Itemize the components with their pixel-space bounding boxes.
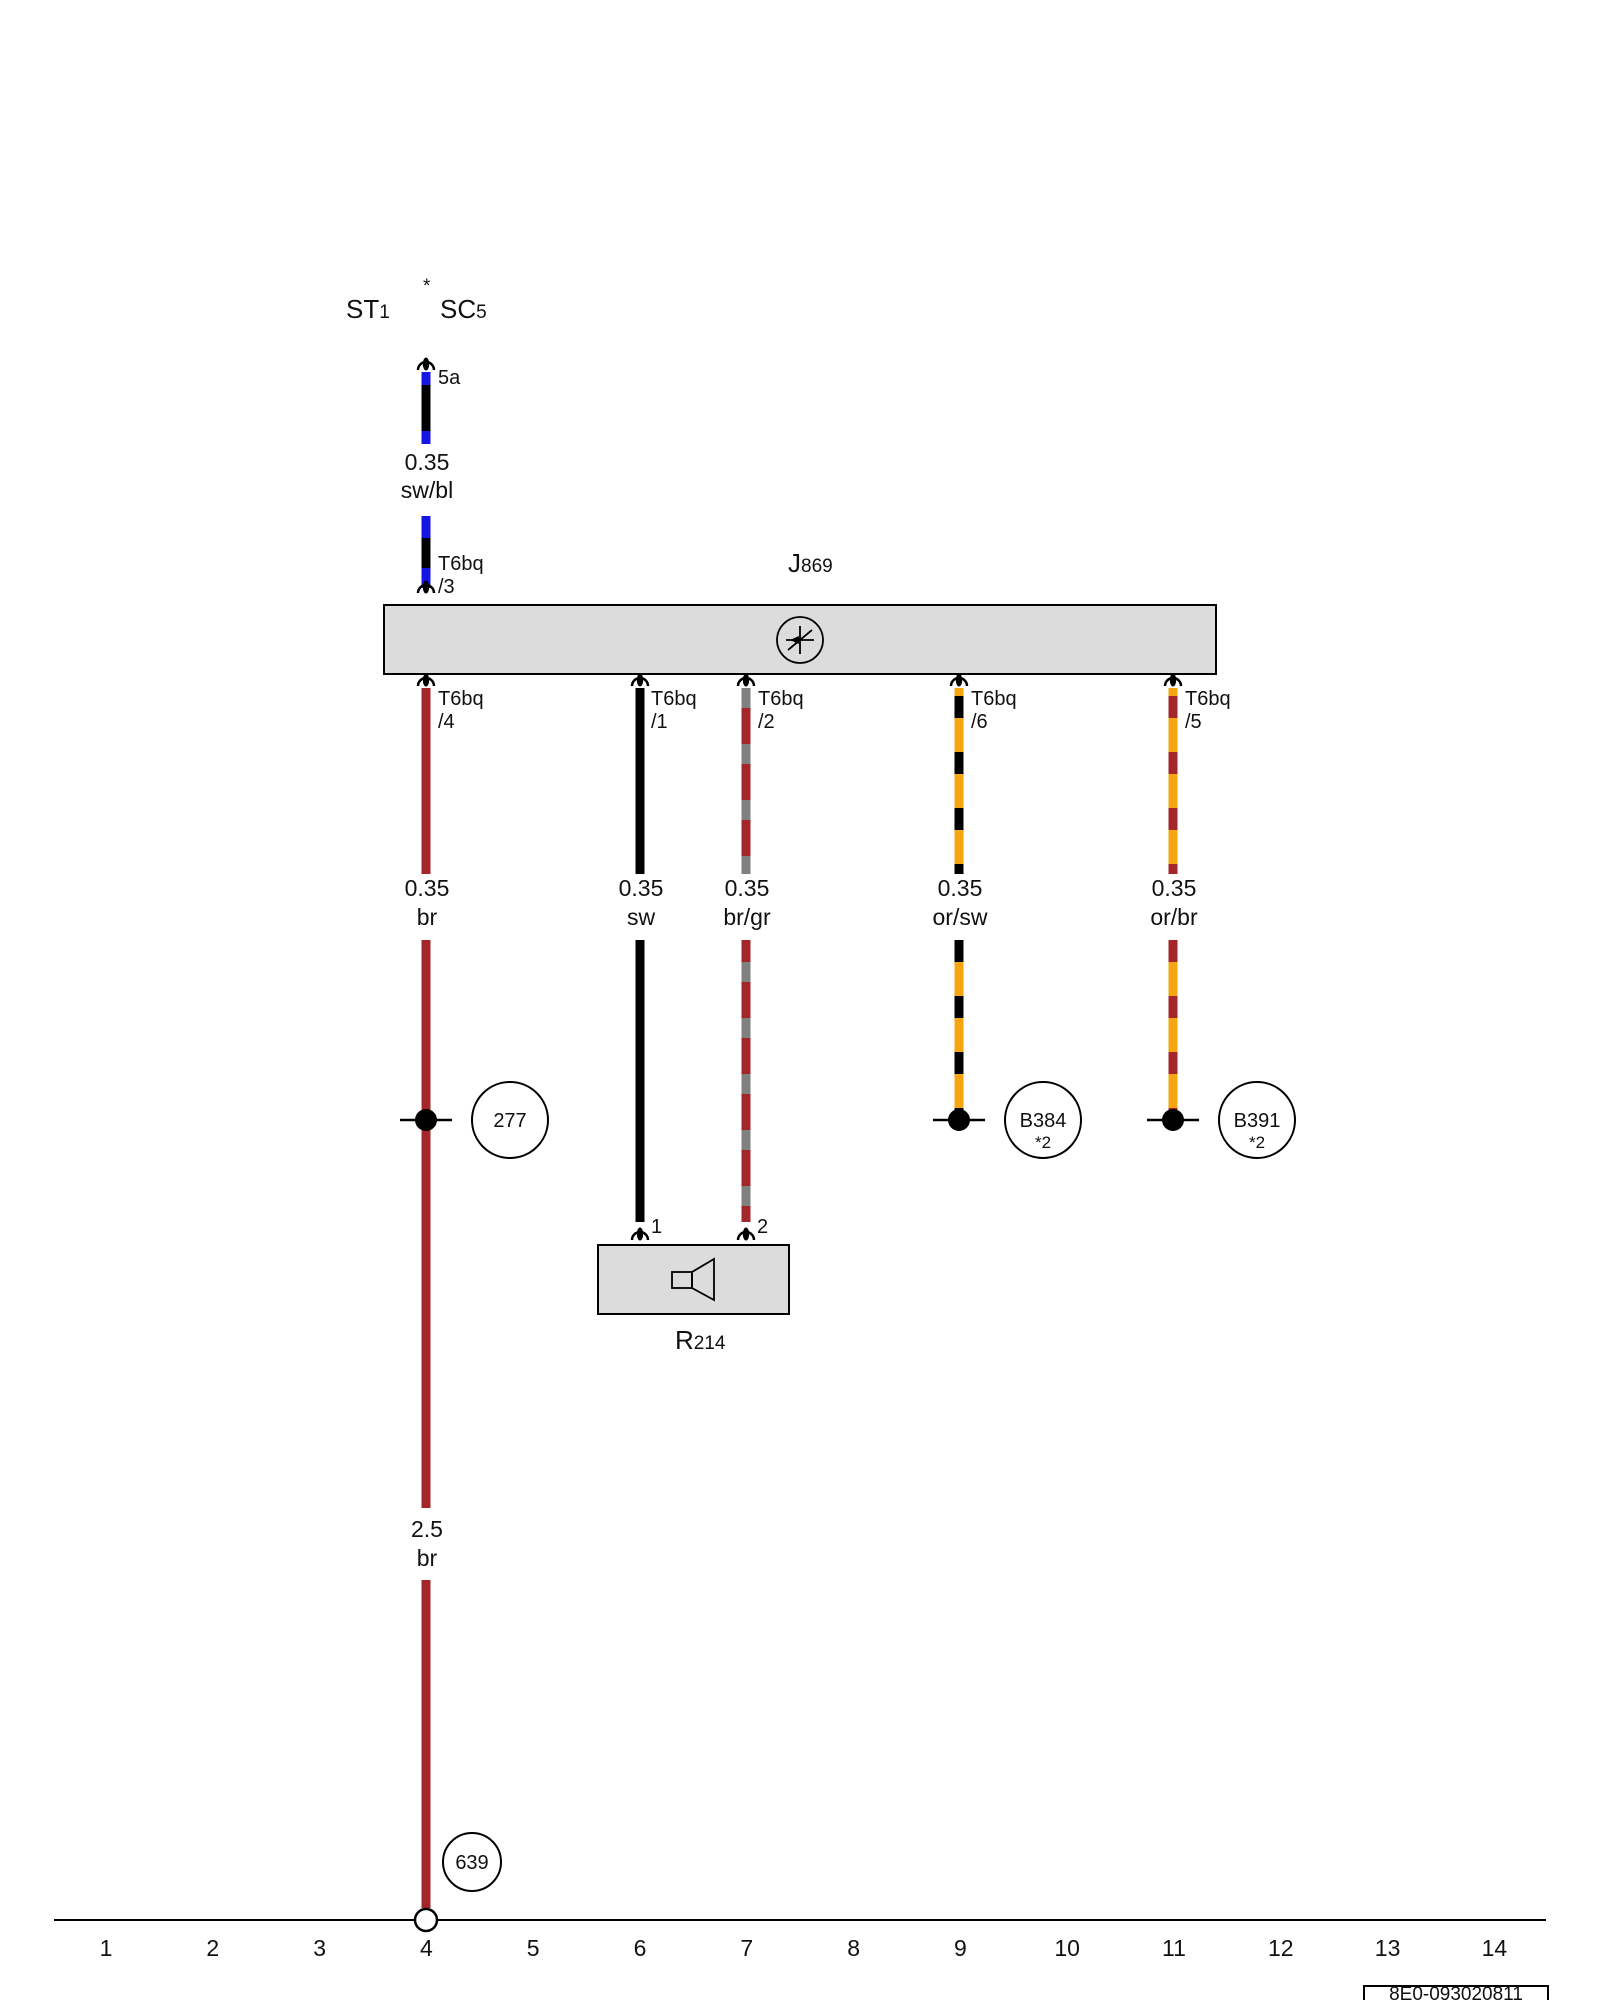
pin-connector-t6bq-5 (1163, 672, 1183, 688)
r214-label: R214 (675, 1325, 726, 1355)
column-number-7: 7 (740, 1935, 753, 1961)
t6bq-1-conn: T6bq (651, 688, 697, 710)
doc-number-box (1363, 1985, 1549, 2000)
pin-connector-t6bq-2 (736, 672, 756, 688)
wire-ground-gauge: 2.5 (411, 1516, 443, 1542)
junction-b384 (933, 1109, 985, 1131)
pin-connector-r214-2 (736, 1226, 756, 1242)
column-number-10: 10 (1054, 1935, 1080, 1961)
column-number-1: 1 (100, 1935, 113, 1961)
pin-connector-t6bq-4 (416, 672, 436, 688)
svg-text:277: 277 (493, 1110, 526, 1132)
svg-text:B384: B384 (1020, 1110, 1067, 1132)
t6bq-4-conn: T6bq (438, 688, 484, 710)
wire-br-pin4-color: br (417, 904, 438, 930)
wire-ground-color: br (417, 1545, 438, 1571)
junction-277 (400, 1109, 452, 1131)
wire-or-sw-gauge: 0.35 (938, 875, 983, 901)
wire-br-gr-color: br/gr (723, 904, 771, 930)
column-number-13: 13 (1375, 1935, 1401, 1961)
wire-sw-pin1-gauge: 0.35 (619, 875, 664, 901)
t6bq-6-conn: T6bq (971, 688, 1017, 710)
column-number-2: 2 (206, 1935, 219, 1961)
ref-277[interactable]: 277 (471, 1081, 549, 1159)
sc5-label: SC5 (440, 294, 487, 324)
pin-5a-label: 5a (438, 367, 461, 389)
speaker-icon (671, 1257, 715, 1302)
wire-or-br-gauge: 0.35 (1152, 875, 1197, 901)
svg-text:639: 639 (455, 1852, 488, 1874)
alarm-horn-icon (776, 616, 824, 664)
doc-number: 8E0-093020811 (1389, 1984, 1523, 2000)
column-number-5: 5 (527, 1935, 540, 1961)
ground-terminal (413, 1907, 439, 1933)
wire-sw-pin1-color: sw (627, 904, 656, 930)
r214-pin1-label: 1 (651, 1216, 662, 1238)
j869-label: J869 (788, 548, 833, 578)
pin-connector-r214-1 (630, 1226, 650, 1242)
r214-pin2-label: 2 (757, 1216, 768, 1238)
pin-connector-5a (416, 356, 436, 372)
column-number-12: 12 (1268, 1935, 1294, 1961)
pin-connector-t6bq-6 (949, 672, 969, 688)
wire-sw-bl-gauge: 0.35 (405, 449, 450, 475)
t6bq-2-conn: T6bq (758, 688, 804, 710)
wire-br-gr-gauge: 0.35 (725, 875, 770, 901)
wire-or-br-color: or/br (1150, 904, 1198, 930)
t6bq-1-pin: /1 (651, 711, 668, 733)
ref-b391[interactable]: B391 *2 (1218, 1081, 1296, 1159)
optional-star: * (423, 276, 431, 297)
wire-br-pin4-gauge: 0.35 (405, 875, 450, 901)
svg-text:*2: *2 (1249, 1133, 1265, 1152)
column-number-9: 9 (954, 1935, 967, 1961)
junction-b391 (1147, 1109, 1199, 1131)
t6bq-3-pin: /3 (438, 576, 455, 598)
component-r214[interactable] (597, 1244, 790, 1315)
wire-or-sw-color: or/sw (933, 904, 988, 930)
t6bq-6-pin: /6 (971, 711, 988, 733)
column-number-11: 11 (1162, 1935, 1186, 1961)
wire-sw-bl-color: sw/bl (401, 477, 453, 503)
t6bq-4-pin: /4 (438, 711, 455, 733)
column-number-8: 8 (847, 1935, 860, 1961)
pin-connector-t6bq-3 (416, 579, 436, 595)
svg-text:*2: *2 (1035, 1133, 1051, 1152)
column-number-6: 6 (634, 1935, 647, 1961)
pin-connector-t6bq-1 (630, 672, 650, 688)
t6bq-3-conn: T6bq (438, 553, 484, 575)
column-number-14: 14 (1482, 1935, 1508, 1961)
column-number-3: 3 (313, 1935, 326, 1961)
svg-text:B391: B391 (1234, 1110, 1281, 1132)
ref-b384[interactable]: B384 *2 (1004, 1081, 1082, 1159)
st1-label: ST1 (346, 294, 390, 324)
column-number-4: 4 (420, 1935, 433, 1961)
t6bq-2-pin: /2 (758, 711, 775, 733)
t6bq-5-pin: /5 (1185, 711, 1202, 733)
t6bq-5-conn: T6bq (1185, 688, 1231, 710)
ref-639[interactable]: 639 (442, 1832, 502, 1892)
